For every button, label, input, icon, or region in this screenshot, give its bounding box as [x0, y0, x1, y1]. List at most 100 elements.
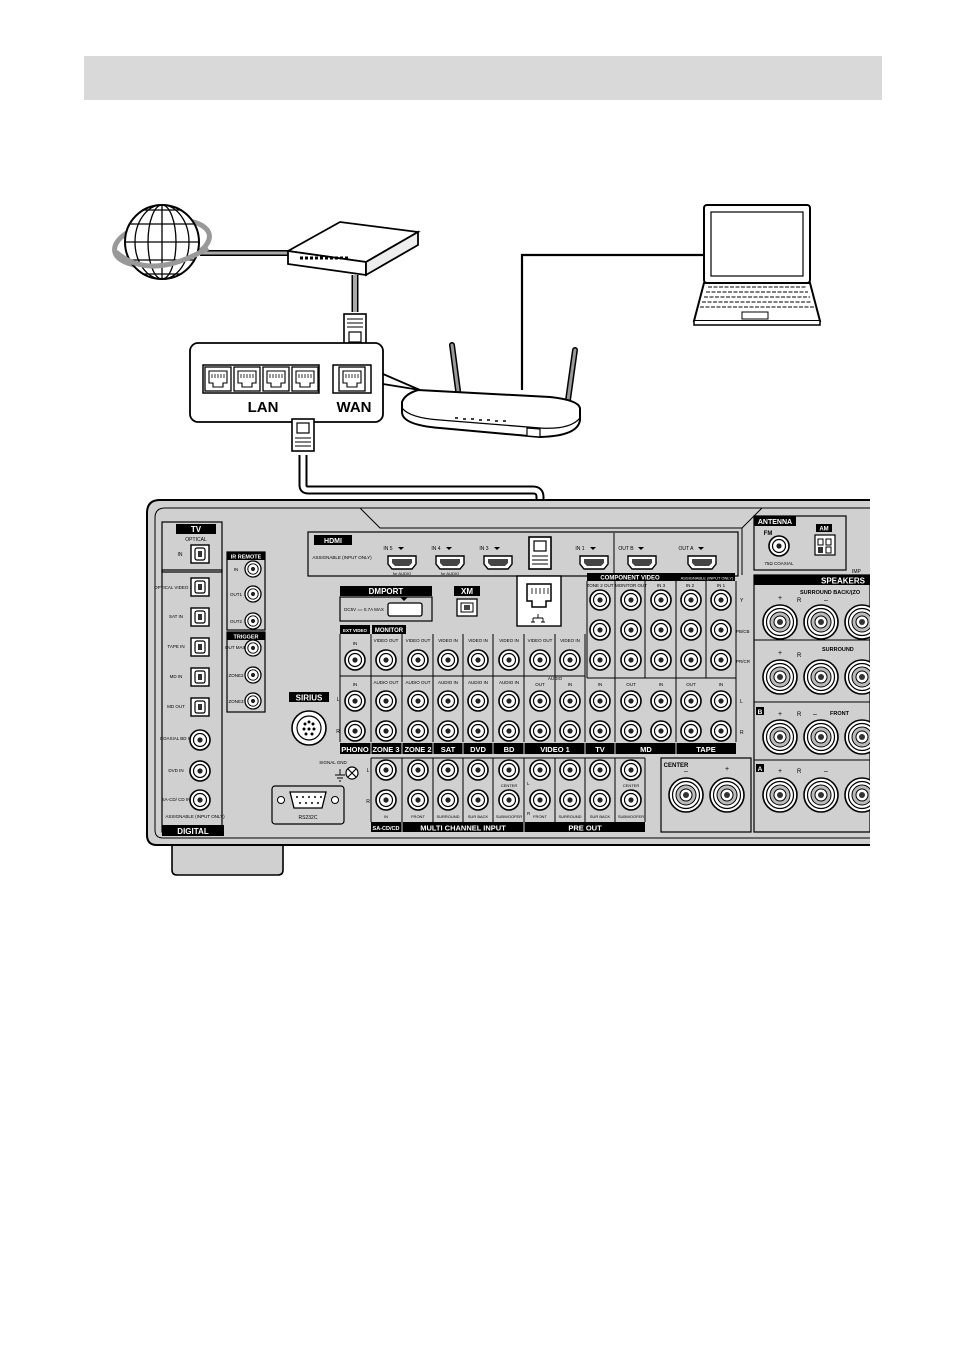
minijack[interactable] [244, 666, 262, 684]
rca-jack[interactable] [589, 589, 611, 611]
rca-jack[interactable] [498, 720, 520, 742]
rca-jack[interactable] [498, 759, 520, 781]
rca-jack[interactable] [529, 789, 551, 811]
hdmi-port[interactable] [483, 555, 513, 570]
rca-jack[interactable] [650, 649, 672, 671]
rca-jack[interactable] [437, 759, 459, 781]
rca-jack[interactable] [467, 649, 489, 671]
minijack[interactable] [244, 692, 262, 710]
am-antenna-terminal[interactable] [814, 534, 836, 556]
rca-jack[interactable] [467, 789, 489, 811]
rs232c-connector[interactable] [277, 791, 339, 809]
speaker-terminal[interactable] [762, 719, 798, 755]
minijack[interactable] [244, 639, 262, 657]
rca-jack[interactable] [437, 690, 459, 712]
speaker-terminal[interactable] [762, 604, 798, 640]
rca-jack[interactable] [498, 690, 520, 712]
rca-jack[interactable] [344, 720, 366, 742]
speaker-terminal[interactable] [762, 777, 798, 813]
rca-jack[interactable] [650, 720, 672, 742]
rca-jack[interactable] [529, 690, 551, 712]
speaker-terminal[interactable] [803, 604, 839, 640]
xm-connector[interactable] [456, 598, 478, 617]
optical-jack[interactable] [190, 607, 210, 627]
optical-jack[interactable] [190, 544, 210, 564]
rca-jack[interactable] [680, 619, 702, 641]
rca-jack[interactable] [650, 589, 672, 611]
rca-jack[interactable] [407, 759, 429, 781]
rca-jack[interactable] [680, 589, 702, 611]
rca-jack[interactable] [559, 759, 581, 781]
rca-jack[interactable] [620, 619, 642, 641]
hdmi-port[interactable] [387, 555, 417, 570]
rca-jack[interactable] [589, 759, 611, 781]
hdmi-port[interactable] [687, 555, 717, 570]
rca-jack[interactable] [620, 789, 642, 811]
rca-jack[interactable] [589, 720, 611, 742]
rca-jack[interactable] [189, 789, 211, 811]
rca-jack[interactable] [529, 720, 551, 742]
rca-jack[interactable] [498, 789, 520, 811]
rca-jack[interactable] [680, 690, 702, 712]
speaker-terminal[interactable] [709, 777, 745, 813]
optical-jack[interactable] [190, 667, 210, 687]
rca-jack[interactable] [589, 789, 611, 811]
rca-jack[interactable] [407, 649, 429, 671]
rca-jack[interactable] [680, 649, 702, 671]
rca-jack[interactable] [680, 720, 702, 742]
optical-jack[interactable] [190, 697, 210, 717]
rca-jack[interactable] [498, 649, 520, 671]
rca-jack[interactable] [710, 690, 732, 712]
rca-jack[interactable] [620, 690, 642, 712]
rca-jack[interactable] [559, 789, 581, 811]
rca-jack[interactable] [620, 759, 642, 781]
rca-jack[interactable] [529, 759, 551, 781]
rca-jack[interactable] [437, 789, 459, 811]
speaker-terminal[interactable] [803, 719, 839, 755]
hdmi-port[interactable] [627, 555, 657, 570]
speaker-terminal[interactable] [668, 777, 704, 813]
rca-jack[interactable] [189, 729, 211, 751]
minijack[interactable] [244, 612, 262, 630]
rca-jack[interactable] [437, 649, 459, 671]
sirius-connector[interactable] [291, 710, 327, 746]
rca-jack[interactable] [467, 720, 489, 742]
rca-jack[interactable] [710, 649, 732, 671]
minijack[interactable] [244, 560, 262, 578]
fm-antenna-jack[interactable] [768, 535, 790, 557]
hdmi-port[interactable] [435, 555, 465, 570]
ground-screw[interactable] [345, 766, 359, 780]
rca-jack[interactable] [344, 690, 366, 712]
rca-jack[interactable] [437, 720, 459, 742]
rca-jack[interactable] [589, 619, 611, 641]
rca-jack[interactable] [650, 619, 672, 641]
speaker-terminal[interactable] [762, 659, 798, 695]
rca-jack[interactable] [407, 720, 429, 742]
minijack[interactable] [244, 585, 262, 603]
rca-jack[interactable] [589, 690, 611, 712]
rca-jack[interactable] [710, 619, 732, 641]
rca-jack[interactable] [650, 690, 672, 712]
receiver-network-port[interactable] [516, 575, 562, 627]
rca-jack[interactable] [559, 720, 581, 742]
rca-jack[interactable] [620, 649, 642, 671]
dmport-connector[interactable] [387, 602, 423, 617]
rca-jack[interactable] [467, 690, 489, 712]
rca-jack[interactable] [344, 649, 366, 671]
rca-jack[interactable] [710, 589, 732, 611]
speaker-terminal[interactable] [803, 777, 839, 813]
rca-jack[interactable] [467, 759, 489, 781]
hdmi-port[interactable] [579, 555, 609, 570]
rca-jack[interactable] [559, 690, 581, 712]
rca-jack[interactable] [375, 759, 397, 781]
rca-jack[interactable] [407, 690, 429, 712]
rca-jack[interactable] [529, 649, 551, 671]
rca-jack[interactable] [407, 789, 429, 811]
rca-jack[interactable] [620, 589, 642, 611]
optical-jack[interactable] [190, 577, 210, 597]
rca-jack[interactable] [189, 760, 211, 782]
rca-jack[interactable] [375, 649, 397, 671]
rca-jack[interactable] [375, 690, 397, 712]
rca-jack[interactable] [375, 789, 397, 811]
rca-jack[interactable] [375, 720, 397, 742]
